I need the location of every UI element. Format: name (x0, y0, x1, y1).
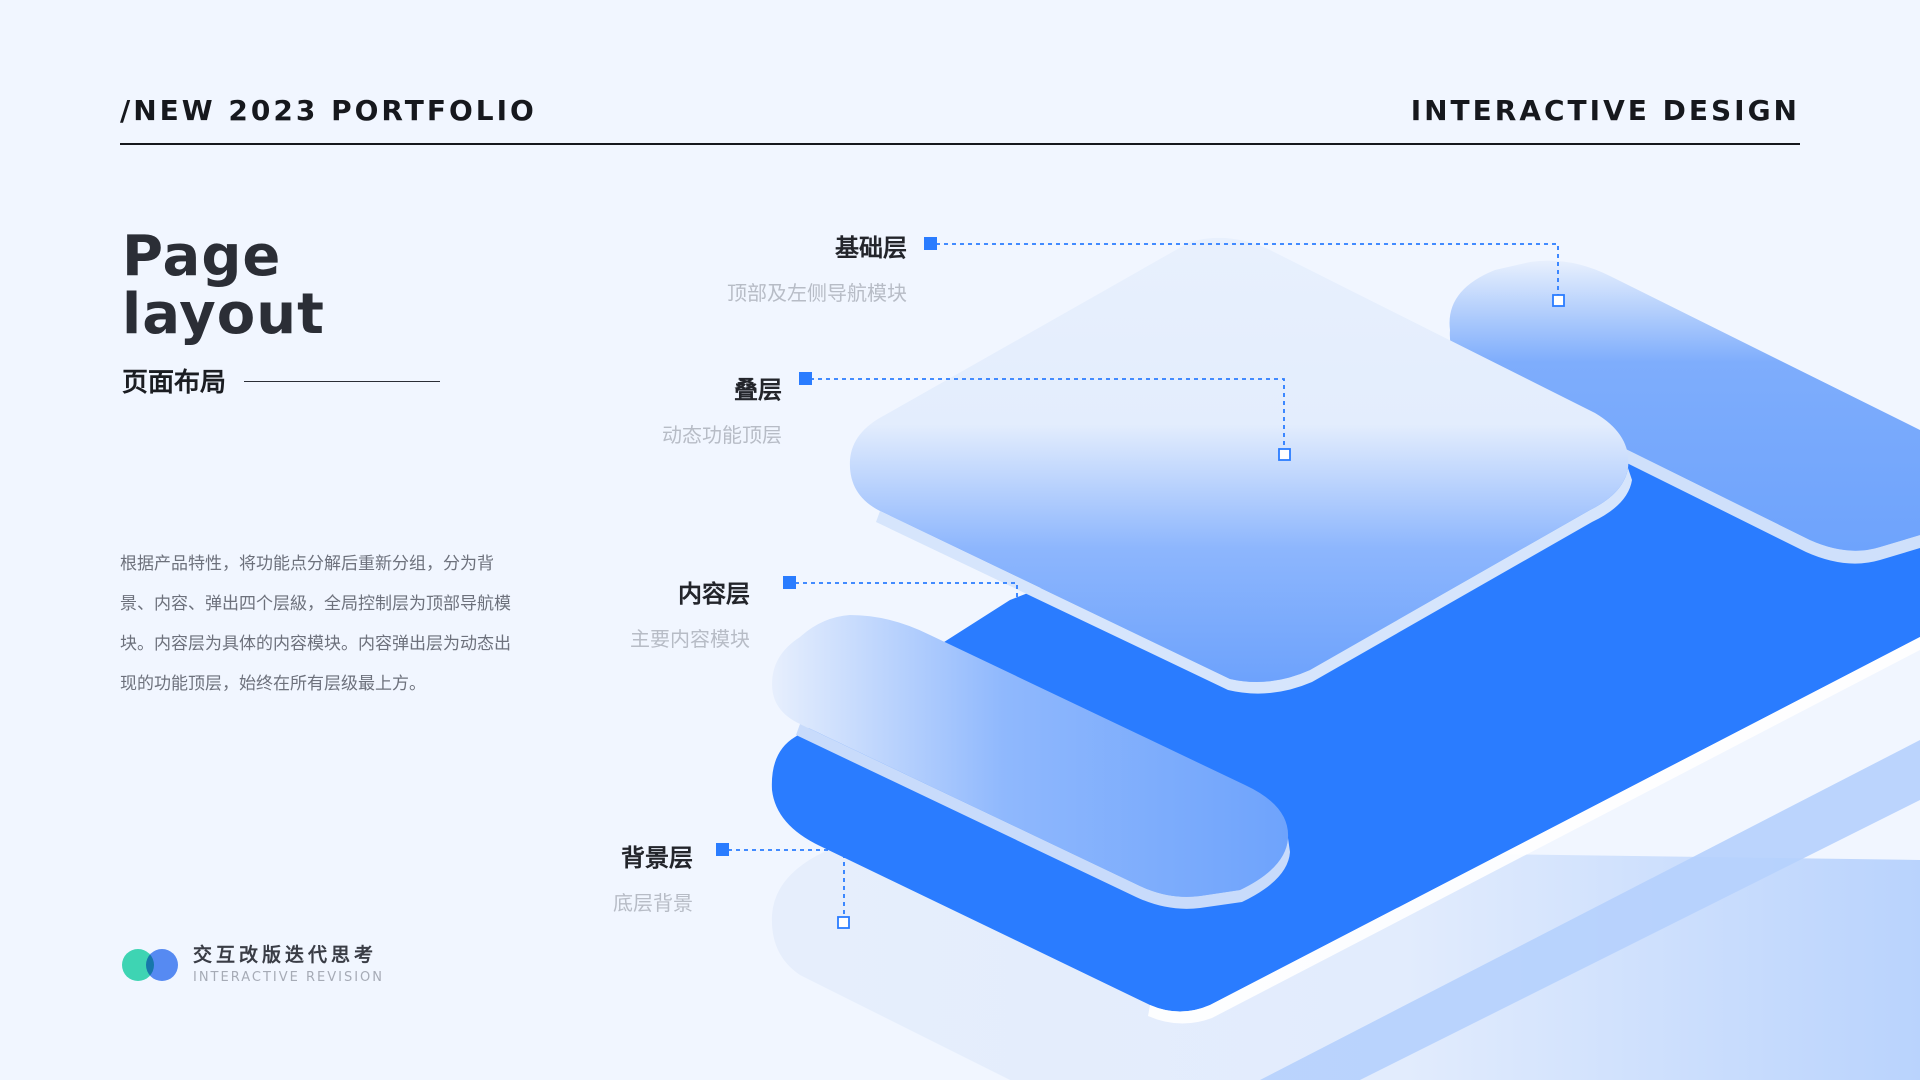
layer-label-base: 基础层 顶部及左侧导航模块 (727, 228, 907, 306)
page-title-line-1: Page (122, 224, 282, 289)
endpoint-background-layer (837, 916, 850, 929)
description-paragraph: 根据产品特性，将功能点分解后重新分组，分为背景、内容、弹出四个层級，全局控制层为… (120, 554, 511, 694)
layer-note: 底层背景 (613, 891, 693, 915)
layer-label-content: 内容层 主要内容模块 (630, 574, 750, 652)
layer-label-background: 背景层 底层背景 (613, 838, 693, 916)
header-portfolio-title: /NEW 2023 PORTFOLIO (120, 94, 537, 127)
layer-name: 叠层 (734, 376, 782, 404)
subtitle-divider (244, 381, 440, 382)
layer-note: 动态功能顶层 (662, 423, 782, 447)
anchor-base-layer (924, 237, 937, 250)
anchor-background-layer (716, 843, 729, 856)
header-section-title: INTERACTIVE DESIGN (1410, 94, 1800, 127)
footer-title: 交互改版迭代思考 (193, 944, 378, 966)
page-title: Page layout (122, 228, 325, 344)
footer-subtitle: INTERACTIVE REVISION (193, 970, 384, 985)
logo-blue-circle (146, 949, 178, 981)
base-layer-right-shape (1449, 260, 1920, 551)
brand-logo (122, 949, 182, 983)
layer-name: 背景层 (621, 844, 693, 872)
endpoint-base-layer (1552, 294, 1565, 307)
anchor-content-layer (783, 576, 796, 589)
layer-note: 主要内容模块 (630, 627, 750, 651)
layer-note: 顶部及左侧导航模块 (727, 281, 907, 305)
layer-label-overlay: 叠层 动态功能顶层 (662, 370, 782, 448)
layer-name: 基础层 (835, 234, 907, 262)
page-subtitle: 页面布局 (122, 368, 227, 398)
header-divider (120, 143, 1800, 145)
layer-name: 内容层 (678, 580, 750, 608)
content-layer-left-shape (772, 615, 1289, 897)
endpoint-overlay-layer (1278, 448, 1291, 461)
anchor-overlay-layer (799, 372, 812, 385)
page-title-line-2: layout (122, 282, 325, 347)
overlay-layer-shape (849, 237, 1629, 683)
